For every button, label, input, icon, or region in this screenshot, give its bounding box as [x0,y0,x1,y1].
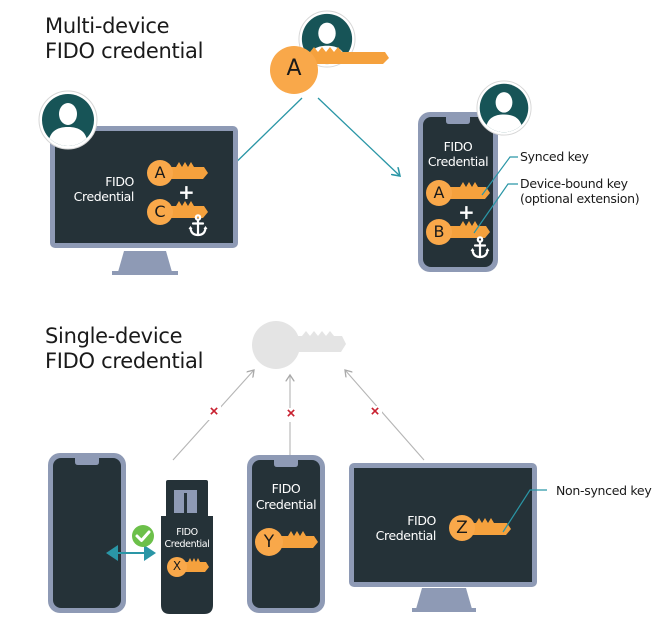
sync-arrow-phone [317,97,400,176]
callout-line-device-bound [473,183,518,234]
credential-line: Credential [375,528,437,543]
single-phone-middle [247,455,325,613]
credential-label: FIDO Credential [62,174,135,204]
phone-screen [53,458,121,608]
callout-line-non-synced [502,489,547,533]
key-shaft [300,52,389,64]
title-line: FIDO credential [45,349,204,373]
callout-non-synced-key: Non-synced key [556,483,652,498]
blocked-icon: × [286,405,296,422]
monitor-stand [416,588,472,609]
phone-key-b [426,219,490,245]
phone-notch [446,117,470,124]
key-letter: A [154,163,166,182]
key-letter: X [172,559,182,573]
blocked-icon: × [370,403,380,420]
key-letter: Y [263,532,275,552]
credential-label: FIDO Credential [423,139,493,169]
multi-device-title: Multi-device FIDO credential [45,14,203,64]
user-avatar-icon [39,91,97,149]
key-letter: B [433,222,445,241]
ghost-key-icon [252,321,346,369]
single-device-title: Single-device FIDO credential [45,324,203,374]
credential-line: FIDO [407,513,436,528]
credential-label: FIDO Credential [364,513,437,543]
credential-label: FIDO Credential [252,481,320,513]
key-teeth [310,47,342,52]
key-letter: A [433,183,445,202]
callout-line: (optional extension) [520,191,640,206]
blocked-arrow-desktop [345,370,425,461]
user-avatar-icon [477,81,531,135]
phone-key-a [426,180,490,206]
credential-line: FIDO [176,527,198,538]
credential-line: Credential [255,497,317,512]
title-line: Single-device [45,324,183,348]
desktop-key-z [449,515,511,541]
desktop-key-a [147,160,208,186]
check-icon [132,525,154,547]
monitor-stand [118,251,172,272]
phone-screen [252,460,320,608]
title-line: Multi-device [45,14,170,38]
phone-key-y [255,528,318,556]
phone-notch [75,458,99,465]
phone-notch [274,460,298,467]
blocked-icon: × [209,403,219,420]
callout-line-synced [481,156,518,196]
credential-line: FIDO [271,481,301,496]
callout-device-bound-key: Device-bound key (optional extension) [520,176,640,206]
single-phone-left [48,453,126,613]
cloud-synced-key [270,11,389,94]
monitor-base [412,608,476,612]
callout-synced-key: Synced key [520,149,589,164]
plus-sign: + [458,200,475,224]
desktop-key-c [147,199,208,225]
credential-line: FIDO [443,139,473,154]
callout-line: Device-bound key [520,176,628,191]
usb-key-x [167,557,209,577]
credential-label: FIDO Credential [161,527,213,551]
monitor-base [112,271,178,275]
key-bow [270,46,318,94]
key-letter: A [286,56,302,81]
title-line: FIDO credential [45,39,204,63]
credential-line: Credential [427,154,489,169]
credential-line: Credential [73,189,135,204]
key-letter: C [154,202,166,221]
credential-line: Credential [164,539,210,550]
credential-line: FIDO [105,174,134,189]
key-letter: Z [456,518,468,538]
plus-sign: + [178,180,195,204]
